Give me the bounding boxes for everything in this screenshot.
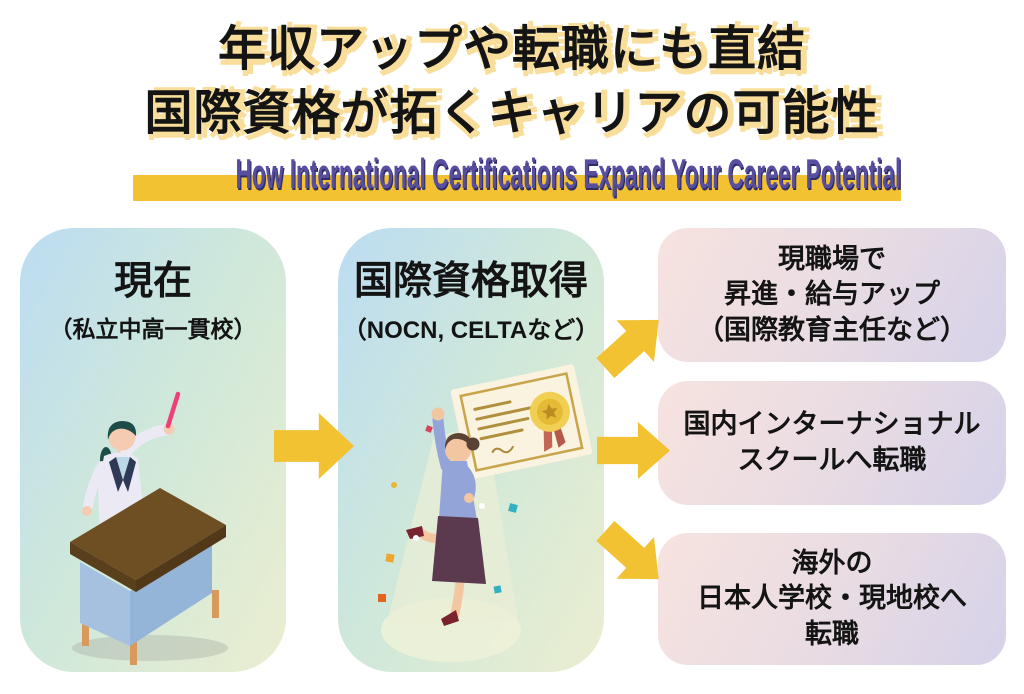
certification-box-title: 国際資格取得 bbox=[353, 260, 588, 303]
current-box-subtitle: （私立中高一貫校） bbox=[49, 315, 257, 342]
current-box-title: 現在 bbox=[113, 260, 192, 303]
certification-box: 国際資格取得 （NOCN, CELTAなど） bbox=[338, 228, 604, 672]
outcome-box-promotion: 現職場で 昇進・給与アップ （国際教育主任など） bbox=[658, 228, 1006, 362]
outcome-box-overseas: 海外の 日本人学校・現地校へ 転職 bbox=[658, 533, 1006, 665]
certificate-icon bbox=[450, 364, 593, 480]
outcome-line: 国内インターナショナル bbox=[683, 409, 981, 440]
celebrating-person-with-certificate-icon bbox=[378, 364, 593, 662]
current-position-box: 現在 （私立中高一貫校） bbox=[20, 228, 286, 672]
subtitle-highlight-bar bbox=[133, 175, 901, 201]
teacher-at-desk-icon bbox=[70, 391, 228, 665]
subtitle-english: How International Certifications Expand … bbox=[235, 150, 902, 197]
page-title: 年収アップや転職にも直結 国際資格が拓くキャリアの可能性 bbox=[0, 18, 1024, 146]
subtitle-banner: How International Certifications Expand … bbox=[0, 150, 1024, 204]
title-line-2: 国際資格が拓くキャリアの可能性 bbox=[144, 87, 880, 140]
outcome-line: 転職 bbox=[805, 618, 859, 649]
outcome-line: 日本人学校・現地校へ bbox=[697, 583, 967, 614]
outcome-line: （国際教育主任など） bbox=[697, 314, 967, 345]
outcome-line: 現職場で bbox=[778, 243, 886, 274]
outcome-box-international-school: 国内インターナショナル スクールへ転職 bbox=[658, 381, 1006, 505]
outcome-line: 昇進・給与アップ bbox=[724, 279, 940, 310]
outcome-line: スクールへ転職 bbox=[737, 445, 927, 475]
title-line-1: 年収アップや転職にも直結 bbox=[217, 23, 806, 76]
certification-box-subtitle: （NOCN, CELTAなど） bbox=[342, 316, 600, 344]
outcome-line: 海外の bbox=[791, 547, 873, 578]
